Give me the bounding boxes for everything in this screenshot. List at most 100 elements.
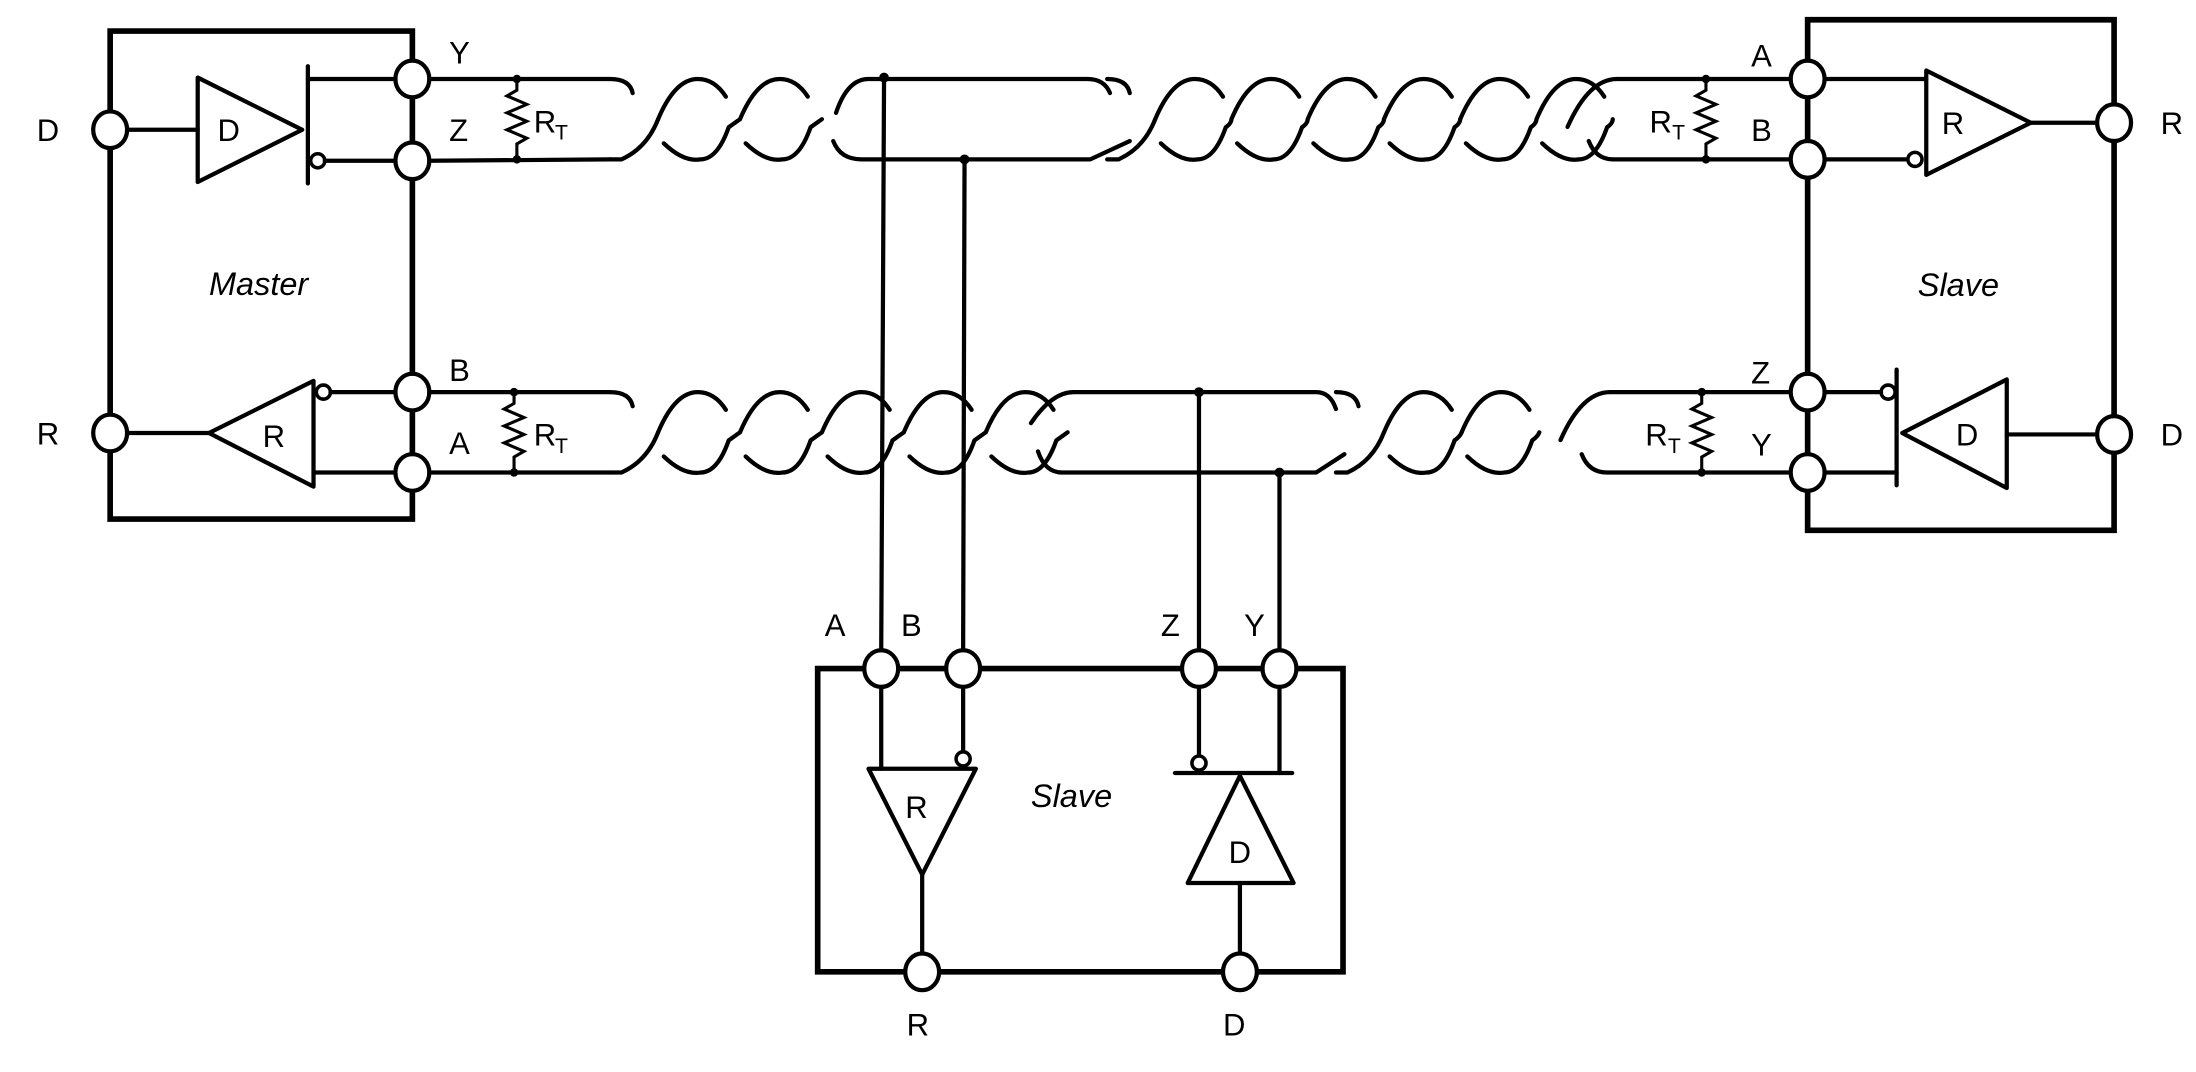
slave-bottom-pin-a[interactable]: [862, 648, 901, 690]
twisted-wire-segment: [737, 390, 810, 435]
twisted-wire-segment: [1458, 76, 1531, 122]
master-driver-symbol: [195, 75, 305, 185]
twisted-wire-segment: [901, 390, 974, 435]
resistor-icon: [1687, 392, 1716, 473]
slave-right-driver-symbol: [1900, 377, 2009, 491]
master-label-z: Z: [449, 113, 468, 148]
twisted-wire-segment: [983, 390, 1056, 435]
bus-top-straight: [831, 72, 1132, 165]
master-label-y: Y: [449, 35, 470, 70]
twisted-wire-segment: [1333, 390, 1361, 409]
twisted-wire-segment: [1305, 76, 1378, 122]
slave-right-receiver-symbol: [1924, 68, 2033, 178]
svg-text:R: R: [534, 418, 556, 453]
master-pin-r[interactable]: [91, 412, 130, 454]
master-receiver-symbol: [206, 378, 316, 489]
master-pin-y[interactable]: [393, 58, 432, 100]
slave-right-label-d: D: [2161, 418, 2183, 453]
slave-bottom-pin-y[interactable]: [1260, 648, 1299, 690]
slave-right-box: [1804, 16, 2117, 534]
twisted-wire-segment: [661, 430, 743, 476]
twisted-wire-segment: [1105, 76, 1132, 96]
slave-bottom-pin-r[interactable]: [903, 951, 942, 993]
svg-text:T: T: [555, 122, 568, 145]
slave-right-pin-z[interactable]: [1788, 371, 1827, 413]
master-pin-z[interactable]: [393, 140, 432, 182]
twisted-wire-segment: [1158, 117, 1234, 162]
twisted-wire-segment: [607, 390, 635, 409]
twisted-wire-segment: [819, 390, 892, 435]
slave-bottom-label-z: Z: [1161, 608, 1180, 643]
twisted-pair-bottom: [607, 390, 1542, 476]
twisted-wire-segment: [607, 76, 635, 96]
twisted-wire-segment: [1387, 117, 1463, 162]
resistor-icon: [1692, 78, 1720, 160]
twisted-wire-segment: [607, 117, 661, 162]
slave-bottom-node: Slave R D A B Z Y R D: [814, 608, 1346, 1042]
slave-bottom-label-a: A: [825, 608, 846, 643]
slave-bottom-label-y: Y: [1244, 608, 1265, 643]
master-label-d: D: [37, 113, 59, 148]
twisted-wire-segment: [1234, 117, 1310, 162]
slave-bottom-pin-d[interactable]: [1220, 951, 1259, 993]
slave-bottom-receiver-label: R: [905, 790, 927, 825]
twisted-wire-segment: [907, 430, 988, 476]
twisted-wire-segment: [825, 430, 906, 476]
slave-bottom-pin-b[interactable]: [944, 648, 983, 690]
twisted-pair-top: [607, 76, 1615, 162]
master-label-r: R: [37, 416, 59, 451]
termination-slave-bottom: R T: [1558, 387, 1793, 477]
slave-right-pin-r[interactable]: [2095, 102, 2134, 144]
twisted-wire-segment: [1465, 430, 1542, 476]
master-pin-b[interactable]: [393, 371, 432, 413]
slave-right-title: Slave: [1918, 267, 1999, 303]
twisted-wire-segment: [1105, 117, 1158, 162]
resistor-icon: [503, 78, 531, 160]
twisted-wire-segment: [989, 430, 1070, 476]
slave-right-label-y: Y: [1751, 428, 1772, 463]
twisted-wire-segment: [1153, 76, 1226, 122]
slave-right-receiver-label: R: [1942, 106, 1964, 141]
twisted-wire-segment: [655, 390, 728, 435]
slave-right-driver-label: D: [1956, 418, 1978, 453]
resistor-icon: [500, 392, 528, 473]
master-box: [107, 28, 416, 522]
twisted-wire-segment: [661, 117, 743, 162]
slave-right-pin-a[interactable]: [1788, 58, 1827, 100]
termination-slave-top: R T: [1565, 74, 1793, 164]
slave-right-pin-b[interactable]: [1788, 138, 1827, 180]
master-node: Master D R D R Y Z B A: [37, 28, 470, 522]
master-title: Master: [209, 266, 309, 302]
twisted-wire-segment: [743, 117, 825, 162]
slave-bottom-label-r: R: [907, 1007, 929, 1042]
twisted-wire-segment: [1540, 117, 1615, 162]
twisted-wire-segment: [655, 76, 728, 122]
svg-text:R: R: [1649, 105, 1671, 140]
twisted-wire-segment: [1463, 117, 1539, 162]
slave-bottom-box: [814, 665, 1346, 975]
svg-text:R: R: [1645, 418, 1667, 453]
svg-text:R: R: [534, 105, 556, 140]
twisted-wire-segment: [607, 430, 661, 475]
slave-right-label-z: Z: [1751, 356, 1770, 391]
slave-bottom-receiver-invert-bubble: [954, 750, 972, 768]
twisted-wire-segment: [1333, 430, 1387, 475]
master-pin-d[interactable]: [91, 109, 130, 151]
master-driver-label: D: [217, 113, 239, 148]
slave-right-receiver-invert-bubble: [1906, 150, 1924, 169]
slave-bottom-label-b: B: [901, 608, 922, 643]
twisted-wire-segment: [1534, 76, 1607, 122]
twisted-wire-segment: [1381, 76, 1454, 122]
master-label-a: A: [449, 426, 470, 461]
twisted-wire-segment: [1387, 430, 1464, 476]
slave-right-pin-y[interactable]: [1788, 452, 1827, 493]
slave-bottom-pin-z[interactable]: [1179, 648, 1219, 690]
twisted-wire-segment: [1459, 390, 1532, 435]
master-pin-a[interactable]: [393, 452, 432, 493]
twisted-wire-segment: [1229, 76, 1302, 122]
bus-bottom-straight: [1028, 387, 1347, 478]
slave-bottom-receiver-symbol: [866, 766, 978, 877]
slave-right-node: Slave R D A B Z Y R D: [1751, 16, 2183, 534]
slave-right-pin-d[interactable]: [2095, 413, 2134, 455]
twisted-wire-segment: [743, 430, 825, 476]
